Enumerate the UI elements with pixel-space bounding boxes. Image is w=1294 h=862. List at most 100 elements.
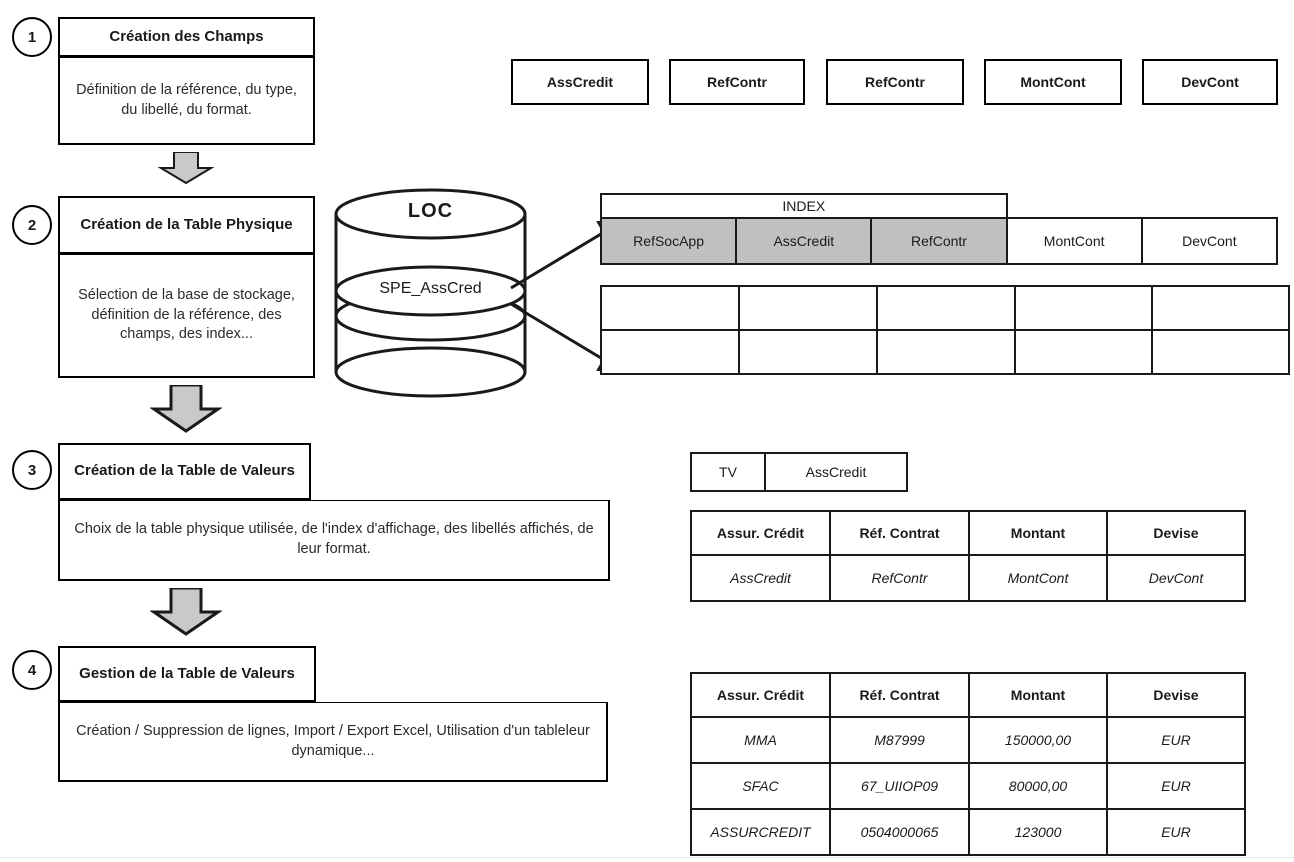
table-cell: DevCont [1106,554,1246,602]
physical-table-rows [600,285,1290,375]
column-header: Devise [1106,510,1246,556]
step-1-body-box: Définition de la référence, du type, du … [58,57,315,145]
table-row: SFAC 67_UIIOP09 80000,00 EUR [690,762,1246,810]
step-4-title-box: Gestion de la Table de Valeurs [58,646,316,702]
column-header: Assur. Crédit [690,510,831,556]
table-header-row: Assur. Crédit Réf. Contrat Montant Devis… [690,672,1246,718]
empty-cell [738,285,878,331]
column-header: Montant [968,510,1108,556]
step-number: 2 [27,216,37,234]
table-cell: MontCont [968,554,1108,602]
field-box-label: AssCredit [546,74,614,90]
step-2-title: Création de la Table Physique [80,215,293,233]
table-cell: EUR [1106,716,1246,764]
step-marker-4: 4 [12,650,52,690]
step-2-body-box: Sélection de la base de stockage, défini… [58,254,315,378]
empty-cell [738,329,878,375]
page-bottom-rule [0,857,1294,858]
index-label: INDEX [600,193,1008,219]
table-row: AssCredit RefContr MontCont DevCont [690,554,1246,602]
step-number: 3 [27,461,37,479]
flow-arrow-2-to-3 [149,383,223,433]
step-marker-1: 1 [12,17,52,57]
field-box-0: AssCredit [511,59,649,105]
table-cell: M87999 [829,716,970,764]
table-cell: AssCredit [690,554,831,602]
table-cell: 123000 [968,808,1108,856]
empty-cell [600,329,740,375]
step-4-body: Création / Suppression de lignes, Import… [76,722,590,759]
step-1-title-box: Création des Champs [58,17,315,57]
index-span-filler [1142,194,1277,218]
step-4-title: Gestion de la Table de Valeurs [79,664,295,682]
value-table-label: TV AssCredit [690,452,908,492]
column-header: Devise [1106,672,1246,718]
empty-cell [876,285,1016,331]
index-span-row: INDEX [600,193,1277,219]
table-cell: SFAC [690,762,831,810]
physical-table-header: INDEX RefSocApp AssCredit RefContr MontC… [599,193,1279,265]
empty-cell [600,285,740,331]
column-header: Assur. Crédit [690,672,831,718]
step-4-body-box: Création / Suppression de lignes, Import… [58,702,608,782]
step-2-body: Sélection de la base de stockage, défini… [78,287,295,343]
table-cell: ASSURCREDIT [690,808,831,856]
index-span-filler [1007,194,1142,218]
field-box-3: MontCont [984,59,1122,105]
physical-column-2: RefContr [870,217,1008,265]
database-cylinder: LOC SPE_AssCred [328,188,533,398]
table-cell: 80000,00 [968,762,1108,810]
value-table-definition: Assur. Crédit Réf. Contrat Montant Devis… [690,510,1246,602]
empty-cell [1151,329,1290,375]
step-marker-2: 2 [12,205,52,245]
table-row [600,285,1290,331]
field-box-2: RefContr [826,59,964,105]
step-number: 4 [27,661,37,679]
physical-column-3: MontCont [1005,217,1143,265]
step-2-title-box: Création de la Table Physique [58,196,315,254]
table-row: ASSURCREDIT 0504000065 123000 EUR [690,808,1246,856]
database-table-name: SPE_AssCred [379,280,482,297]
table-row: TV AssCredit [690,452,908,492]
field-box-1: RefContr [669,59,805,105]
physical-column-0: RefSocApp [599,217,738,265]
step-3-body: Choix de la table physique utilisée, de … [74,521,594,557]
flow-arrow-1-to-2 [157,151,215,185]
step-3-body-box: Choix de la table physique utilisée, de … [58,500,610,581]
table-cell: 150000,00 [968,716,1108,764]
step-3-title-box: Création de la Table de Valeurs [58,443,311,500]
value-table-name: AssCredit [764,452,908,492]
flow-arrow-3-to-4 [149,586,223,636]
table-cell: 67_UIIOP09 [829,762,970,810]
step-3-title: Création de la Table de Valeurs [74,462,295,480]
step-1-title: Création des Champs [109,27,264,45]
physical-table-column-row: RefSocApp AssCredit RefContr MontCont De… [599,217,1279,265]
value-table-prefix: TV [690,452,766,492]
table-cell: EUR [1106,762,1246,810]
table-cell: RefContr [829,554,970,602]
empty-cell [1014,285,1153,331]
cylinder-icon [334,188,527,398]
table-cell: 0504000065 [829,808,970,856]
field-box-label: RefContr [865,74,925,90]
step-number: 1 [27,28,37,46]
empty-cell [1014,329,1153,375]
physical-column-4: DevCont [1140,217,1279,265]
column-header: Montant [968,672,1108,718]
table-cell: MMA [690,716,831,764]
step-1-body: Définition de la référence, du type, du … [76,81,297,118]
field-box-label: RefContr [707,74,767,90]
field-box-4: DevCont [1142,59,1278,105]
value-table-data: Assur. Crédit Réf. Contrat Montant Devis… [690,672,1246,856]
physical-column-1: AssCredit [735,217,873,265]
field-box-label: MontCont [1020,74,1086,90]
column-header: Réf. Contrat [829,510,970,556]
empty-cell [876,329,1016,375]
table-row: MMA M87999 150000,00 EUR [690,716,1246,764]
database-name: LOC [407,200,454,222]
table-cell: EUR [1106,808,1246,856]
table-row [600,329,1290,375]
table-header-row: Assur. Crédit Réf. Contrat Montant Devis… [690,510,1246,556]
field-box-label: DevCont [1181,74,1239,90]
step-marker-3: 3 [12,450,52,490]
